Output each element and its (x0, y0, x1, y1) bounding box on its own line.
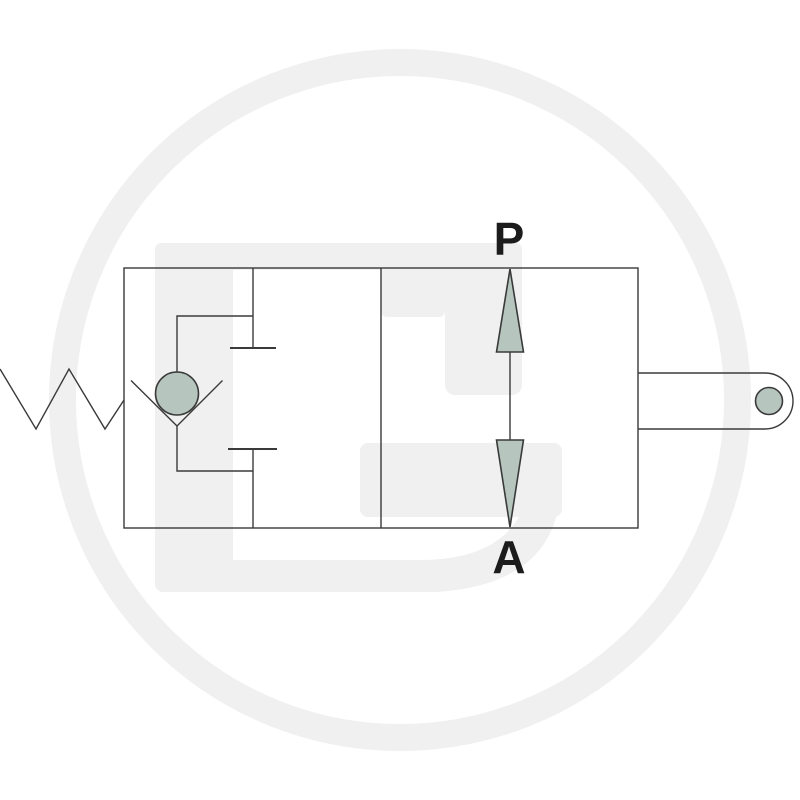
bypass-line-upper (176, 315, 253, 372)
spring-zigzag-icon (0, 367, 125, 431)
valve-diagram: P A (0, 213, 794, 583)
flow-arrow-up-icon (495, 268, 525, 353)
lever-arm-icon (638, 372, 794, 430)
flow-arrow-down-icon (495, 439, 525, 528)
port-p-label: P (494, 213, 525, 265)
check-valve-ball-icon (154, 371, 200, 416)
port-a-label: A (492, 531, 525, 583)
bypass-line-lower (176, 426, 253, 472)
lever-pivot-circle-icon (754, 386, 784, 416)
check-valve-seat (130, 380, 223, 427)
watermark-outer-ring (49, 49, 751, 751)
